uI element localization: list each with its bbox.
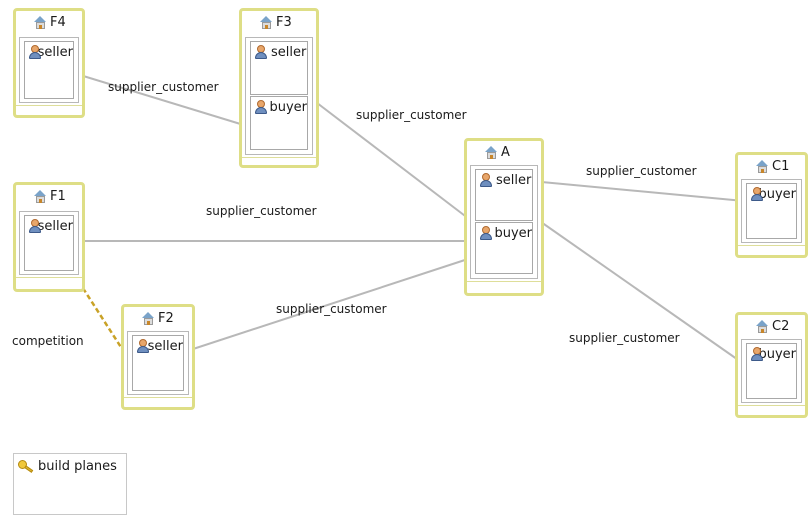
role-node-f1-seller[interactable]: seller — [24, 215, 74, 271]
organization-roles-area: seller — [19, 211, 79, 275]
role-name: buyer — [269, 99, 307, 115]
role-name: seller — [37, 44, 73, 60]
organization-node-c1[interactable]: C1 buyer — [735, 152, 808, 258]
organization-icon — [485, 145, 498, 159]
organization-name: F3 — [276, 14, 292, 30]
organization-footer — [738, 405, 805, 406]
agent-role-icon — [136, 339, 149, 353]
organization-node-f4[interactable]: F4 seller — [13, 8, 85, 118]
relation-line-f4-f3[interactable] — [79, 74, 248, 127]
organization-header: F1 — [16, 185, 82, 207]
organization-roles-area: buyer — [741, 339, 802, 403]
role-name: seller — [147, 338, 183, 354]
organization-footer — [738, 245, 805, 246]
role-name: seller — [271, 44, 307, 60]
organization-icon — [260, 15, 273, 29]
role-node-a-seller[interactable]: seller — [475, 169, 533, 221]
role-name: buyer — [758, 186, 796, 202]
relation-label-a-c2: supplier_customer — [569, 331, 680, 345]
agent-role-icon — [254, 100, 267, 114]
organization-icon — [756, 159, 769, 173]
organization-node-f3[interactable]: F3 seller buyer — [239, 8, 319, 168]
agent-role-icon — [750, 347, 763, 361]
organization-node-f2[interactable]: F2 seller — [121, 304, 195, 410]
organization-name: F1 — [50, 188, 66, 204]
relation-label-competition: competition — [12, 334, 84, 348]
agent-role-icon — [479, 173, 493, 187]
organization-roles-area: seller buyer — [245, 37, 313, 155]
role-name: seller — [496, 172, 532, 188]
role-node-f2-seller[interactable]: seller — [132, 335, 184, 391]
agent-role-icon — [28, 219, 41, 233]
organization-name: C1 — [772, 158, 790, 174]
organization-icon — [34, 189, 47, 203]
role-node-c1-buyer[interactable]: buyer — [746, 183, 797, 239]
relation-label-f1-a: supplier_customer — [206, 204, 317, 218]
organization-roles-area: seller — [19, 37, 79, 103]
organization-name: A — [501, 144, 510, 160]
organization-header: A — [467, 141, 541, 163]
organization-node-a[interactable]: A seller buyer — [464, 138, 544, 296]
role-node-c2-buyer[interactable]: buyer — [746, 343, 797, 399]
organization-header: C2 — [738, 315, 805, 337]
organization-footer — [16, 277, 82, 278]
agent-role-icon — [750, 187, 763, 201]
agent-role-icon — [254, 45, 268, 59]
organization-name: F4 — [50, 14, 66, 30]
role-name: seller — [37, 218, 73, 234]
relation-label-f4-f3: supplier_customer — [108, 80, 219, 94]
relation-line-a-c2[interactable] — [530, 214, 745, 365]
organization-header: F2 — [124, 307, 192, 329]
role-name: buyer — [494, 225, 532, 241]
relation-line-f2-a[interactable] — [189, 257, 472, 351]
agent-role-icon — [479, 226, 492, 240]
role-node-f4-seller[interactable]: seller — [24, 41, 74, 99]
relation-label-f2-a: supplier_customer — [276, 302, 387, 316]
role-node-f3-seller[interactable]: seller — [250, 41, 308, 95]
organization-icon — [756, 319, 769, 333]
relation-label-f3-a: supplier_customer — [356, 108, 467, 122]
organization-roles-area: buyer — [741, 179, 802, 243]
organization-name: F2 — [158, 310, 174, 326]
organization-footer — [124, 397, 192, 398]
organization-node-f1[interactable]: F1 seller — [13, 182, 85, 292]
role-name: buyer — [758, 346, 796, 362]
organization-header: F4 — [16, 11, 82, 33]
role-node-f3-buyer[interactable]: buyer — [250, 96, 308, 150]
plan-node-build-planes[interactable]: build planes — [13, 453, 127, 515]
relation-line-f3-a[interactable] — [303, 92, 474, 223]
relation-label-a-c1: supplier_customer — [586, 164, 697, 178]
organization-name: C2 — [772, 318, 790, 334]
organization-footer — [16, 105, 82, 106]
organization-node-c2[interactable]: C2 buyer — [735, 312, 808, 418]
organization-footer — [242, 157, 316, 158]
organization-icon — [34, 15, 47, 29]
agent-role-icon — [28, 45, 41, 59]
relation-line-a-c1[interactable] — [530, 180, 745, 202]
plan-label: build planes — [38, 458, 117, 474]
role-node-a-buyer[interactable]: buyer — [475, 222, 533, 274]
organization-footer — [467, 281, 541, 282]
key-icon — [18, 459, 34, 473]
organization-header: F3 — [242, 11, 316, 33]
organization-icon — [142, 311, 155, 325]
organization-roles-area: seller buyer — [470, 165, 538, 279]
organization-header: C1 — [738, 155, 805, 177]
organization-roles-area: seller — [127, 331, 189, 395]
